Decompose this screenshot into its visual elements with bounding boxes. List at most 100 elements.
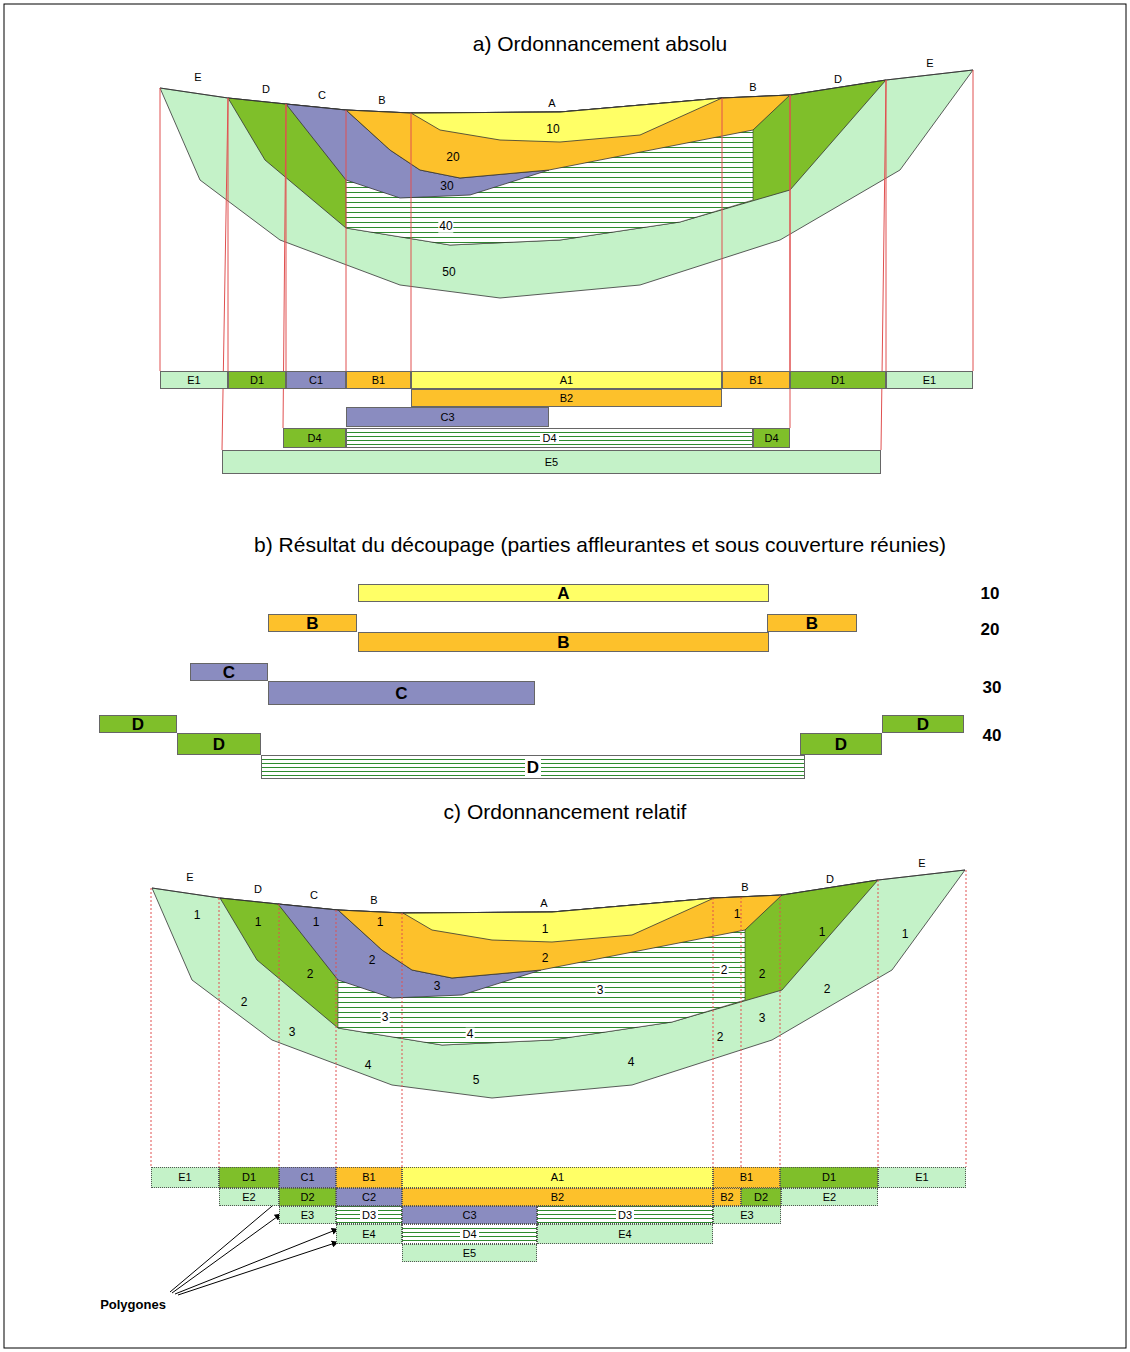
layer-bar: E3 bbox=[713, 1206, 781, 1224]
layer-letter: D bbox=[262, 84, 270, 96]
relative-rank: 2 bbox=[824, 983, 831, 996]
order-number: 10 bbox=[546, 123, 559, 136]
layer-bar: E1 bbox=[878, 1167, 966, 1188]
bar-label: A bbox=[557, 585, 569, 602]
layer-bar: B2 bbox=[402, 1188, 713, 1206]
bar-label: D1 bbox=[250, 375, 264, 386]
layer-bar: D bbox=[177, 733, 261, 755]
bar-label: B bbox=[557, 634, 569, 651]
bar-label: D3 bbox=[616, 1210, 634, 1221]
relative-rank: 2 bbox=[717, 1031, 724, 1044]
bar-label: A1 bbox=[551, 1172, 564, 1183]
layer-bar: C3 bbox=[346, 407, 549, 427]
order-number: 40 bbox=[983, 727, 1002, 745]
callout-label: Polygones bbox=[100, 1298, 166, 1312]
relative-rank: 1 bbox=[542, 923, 549, 936]
relative-rank: 1 bbox=[194, 909, 201, 922]
bar-label: E3 bbox=[740, 1210, 753, 1221]
layer-bar: B1 bbox=[713, 1167, 780, 1188]
relative-rank: 4 bbox=[466, 1028, 475, 1041]
bar-label: A1 bbox=[560, 375, 573, 386]
layer-bar: E2 bbox=[219, 1188, 279, 1206]
bar-label: C bbox=[223, 664, 235, 681]
layer-letter: D bbox=[254, 884, 262, 896]
layer-bar: D3 bbox=[537, 1206, 713, 1224]
relative-rank: 4 bbox=[628, 1056, 635, 1069]
bar-label: E2 bbox=[823, 1192, 836, 1203]
relative-rank: 3 bbox=[596, 984, 605, 997]
relative-rank: 1 bbox=[377, 916, 384, 929]
layer-letter: B bbox=[741, 882, 748, 894]
relative-rank: 1 bbox=[255, 916, 262, 929]
bar-label: E5 bbox=[463, 1248, 476, 1259]
layer-letter: A bbox=[540, 898, 547, 910]
bar-label: E4 bbox=[618, 1229, 631, 1240]
relative-rank: 1 bbox=[819, 926, 826, 939]
bar-label: E1 bbox=[178, 1172, 191, 1183]
layer-bar: A bbox=[358, 584, 769, 602]
bar-label: D3 bbox=[360, 1210, 378, 1221]
layer-bar: A1 bbox=[411, 371, 722, 389]
bar-label: D2 bbox=[754, 1192, 768, 1203]
layer-bar: D1 bbox=[790, 371, 886, 389]
layer-letter: A bbox=[548, 98, 555, 110]
layer-bar: D3 bbox=[336, 1206, 402, 1224]
layer-bar: E3 bbox=[279, 1206, 336, 1224]
bar-label: C3 bbox=[462, 1210, 476, 1221]
layer-bar: C1 bbox=[286, 371, 346, 389]
layer-bar: E1 bbox=[160, 371, 228, 389]
bar-label: B bbox=[306, 615, 318, 632]
bar-label: B bbox=[806, 615, 818, 632]
layer-letter: E bbox=[918, 858, 925, 870]
layer-bar: C bbox=[190, 663, 268, 681]
relative-rank: 2 bbox=[720, 964, 729, 977]
bar-label: C1 bbox=[309, 375, 323, 386]
bar-label: D bbox=[213, 736, 225, 753]
relative-rank: 3 bbox=[289, 1026, 296, 1039]
layer-bar: A1 bbox=[402, 1167, 713, 1188]
layer-letter: C bbox=[318, 90, 326, 102]
order-number: 30 bbox=[983, 679, 1002, 697]
bar-label: B1 bbox=[749, 375, 762, 386]
order-number: 20 bbox=[981, 621, 1000, 639]
bar-label: D bbox=[132, 716, 144, 733]
layer-letter: B bbox=[370, 895, 377, 907]
panel-heading: b) Résultat du découpage (parties affleu… bbox=[254, 534, 946, 556]
layer-bar: D bbox=[99, 715, 177, 733]
layer-bar: B2 bbox=[411, 389, 722, 407]
relative-rank: 1 bbox=[313, 916, 320, 929]
relative-rank: 2 bbox=[241, 996, 248, 1009]
layer-bar: E2 bbox=[781, 1188, 878, 1206]
layer-bar: D4 bbox=[283, 428, 346, 448]
bar-label: D1 bbox=[242, 1172, 256, 1183]
layer-letter: B bbox=[378, 95, 385, 107]
layer-bar: D2 bbox=[279, 1188, 336, 1206]
bar-label: D2 bbox=[300, 1192, 314, 1203]
layer-bar: D bbox=[882, 715, 964, 733]
layer-bar: D1 bbox=[219, 1167, 279, 1188]
bar-label: D1 bbox=[822, 1172, 836, 1183]
layer-bar: B bbox=[358, 632, 769, 652]
bar-label: D bbox=[835, 736, 847, 753]
bar-label: E1 bbox=[915, 1172, 928, 1183]
layer-letter: E bbox=[186, 872, 193, 884]
bar-label: E2 bbox=[242, 1192, 255, 1203]
bar-label: C2 bbox=[362, 1192, 376, 1203]
relative-rank: 5 bbox=[473, 1074, 480, 1087]
bar-label: B1 bbox=[362, 1172, 375, 1183]
panel-heading: c) Ordonnancement relatif bbox=[444, 801, 687, 823]
layer-bar: D2 bbox=[741, 1188, 781, 1206]
layer-bar: E1 bbox=[151, 1167, 219, 1188]
layer-bar: D bbox=[261, 755, 805, 779]
relative-rank: 1 bbox=[902, 928, 909, 941]
layer-bar: B1 bbox=[346, 371, 411, 389]
layer-bar: C1 bbox=[279, 1167, 336, 1188]
layer-bar: C3 bbox=[402, 1206, 537, 1224]
layer-bar: E5 bbox=[402, 1244, 537, 1262]
bar-label: C1 bbox=[300, 1172, 314, 1183]
layer-bar: D bbox=[800, 733, 882, 755]
relative-rank: 2 bbox=[542, 952, 549, 965]
bar-label: D1 bbox=[831, 375, 845, 386]
relative-rank: 2 bbox=[307, 968, 314, 981]
